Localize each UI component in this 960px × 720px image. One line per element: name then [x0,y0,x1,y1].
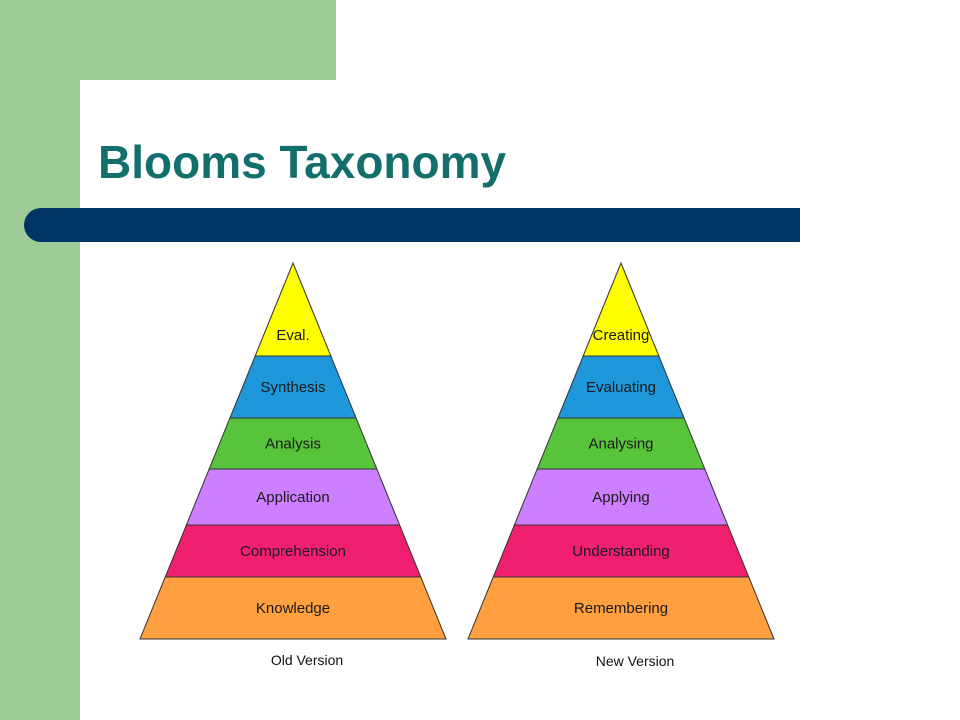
pyramids-svg: Eval. SynthesisAnalysisApplicationCompreh… [139,261,775,669]
pyramid-layer-label: Analysing [588,436,653,453]
sidebar-green-band [0,0,80,720]
pyramid-layer-label: Comprehension [240,543,346,560]
pyramid-old-version: Eval. SynthesisAnalysisApplicationCompreh… [139,261,447,668]
pyramid-caption: New Version [596,653,675,669]
slide-title: Blooms Taxonomy [98,136,507,188]
pyramid-layer-label: Analysis [265,436,321,453]
pyramid-layer-label: Application [256,489,329,506]
top-green-band [0,0,336,80]
pyramid-layer-label: Creating [593,327,650,344]
title-underline-bar [24,208,800,242]
pyramid-layer-label: Eval. [276,327,309,344]
pyramid-layer-label: Synthesis [260,379,325,396]
pyramid-layer-label: Knowledge [256,600,330,617]
pyramid-layer-label: Understanding [572,543,670,560]
pyramid-layer [467,576,775,640]
pyramid-layer-label: Evaluating [586,379,656,396]
pyramid-layer-label: Applying [592,489,650,506]
pyramid-layer-label: Remembering [574,600,668,617]
pyramid-layer [139,576,447,640]
pyramid-caption: Old Version [271,652,343,668]
pyramid-new-version: CreatingEvaluatingAnalysingApplyingUnder… [467,261,775,669]
